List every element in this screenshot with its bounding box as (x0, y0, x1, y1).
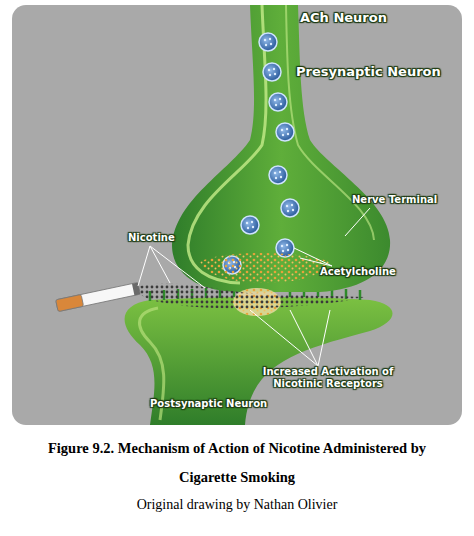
postsynaptic-neuron (125, 297, 393, 425)
part-label: Nerve Terminal (352, 194, 437, 206)
neuron-label: ACh Neuron (300, 10, 387, 26)
leader-lines (138, 208, 370, 366)
neuron-label: Presynaptic Neuron (296, 64, 441, 80)
part-label: Nicotine (128, 232, 175, 244)
credit-line: Original drawing by Nathan Olivier (0, 497, 474, 513)
background-panel (12, 5, 462, 425)
acetylcholine-molecules (200, 253, 330, 283)
neuron-label: Postsynaptic Neuron (150, 398, 267, 410)
figure-caption: Figure 9.2. Mechanism of Action of Nicot… (47, 434, 427, 492)
part-label: Increased Activation of Nicotinic Recept… (258, 366, 398, 390)
nicotine-molecules (140, 284, 365, 309)
cigarette (56, 282, 141, 311)
presynaptic-neuron (172, 5, 390, 292)
acetylcholine-vesicles (223, 33, 299, 274)
part-label: Acetylcholine (320, 266, 396, 278)
